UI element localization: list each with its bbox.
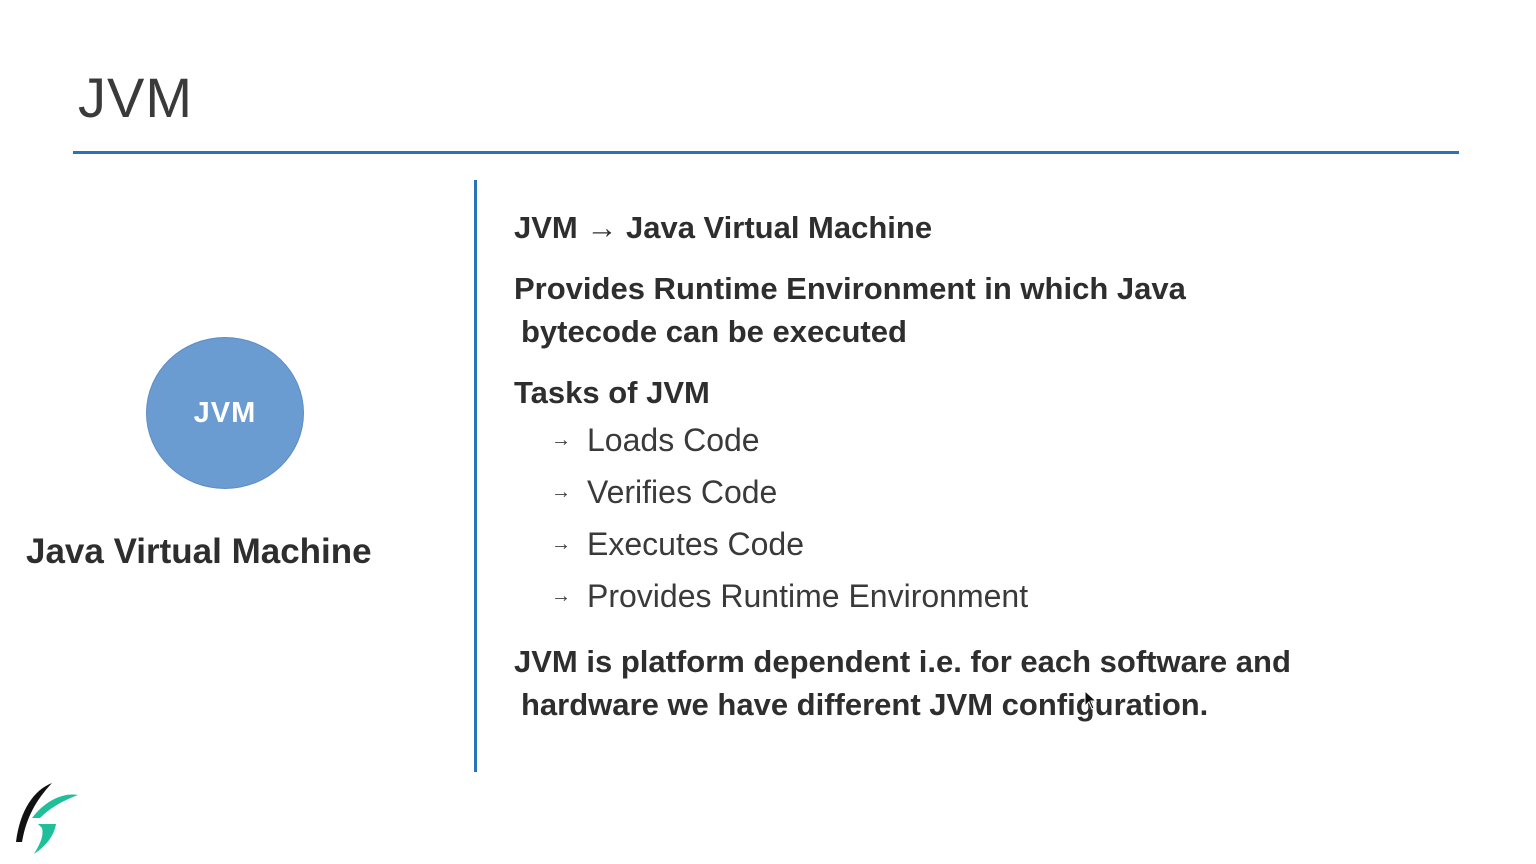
- tasks-list: → Loads Code → Verifies Code → Executes …: [514, 414, 1474, 622]
- runtime-line-2: bytecode can be executed: [521, 314, 907, 349]
- arrow-bullet-icon: →: [551, 532, 571, 555]
- title-divider: [73, 151, 1459, 154]
- slide-title: JVM: [78, 66, 193, 129]
- runtime-line-1: Provides Runtime Environment in which Ja…: [514, 271, 1186, 306]
- arrow-bullet-icon: →: [551, 480, 571, 503]
- circle-caption: Java Virtual Machine: [26, 532, 372, 571]
- brand-logo-icon: [16, 783, 78, 854]
- task-label: Executes Code: [587, 525, 805, 562]
- arrow-bullet-icon: →: [551, 584, 571, 607]
- task-label: Loads Code: [587, 421, 760, 458]
- mouse-cursor-icon: [1084, 690, 1098, 710]
- task-item-executes-code: → Executes Code: [514, 518, 1474, 570]
- tasks-heading: Tasks of JVM: [514, 375, 710, 410]
- jvm-circle-label: JVM: [193, 396, 257, 429]
- task-item-loads-code: → Loads Code: [514, 414, 1474, 466]
- task-item-provides-runtime: → Provides Runtime Environment: [514, 570, 1474, 622]
- content-panel: JVM → Java Virtual Machine Provides Runt…: [514, 206, 1474, 726]
- vertical-divider: [474, 180, 477, 772]
- definition-text: JVM → Java Virtual Machine: [514, 210, 933, 245]
- runtime-paragraph: Provides Runtime Environment in which Ja…: [514, 267, 1474, 353]
- task-item-verifies-code: → Verifies Code: [514, 466, 1474, 518]
- arrow-bullet-icon: →: [551, 428, 571, 451]
- jvm-circle: JVM: [146, 337, 304, 489]
- platform-line-1: JVM is platform dependent i.e. for each …: [514, 644, 1291, 679]
- platform-line-2: hardware we have different JVM configura…: [521, 687, 1209, 722]
- task-label: Provides Runtime Environment: [587, 577, 1029, 614]
- platform-paragraph: JVM is platform dependent i.e. for each …: [514, 640, 1474, 726]
- task-label: Verifies Code: [587, 473, 778, 510]
